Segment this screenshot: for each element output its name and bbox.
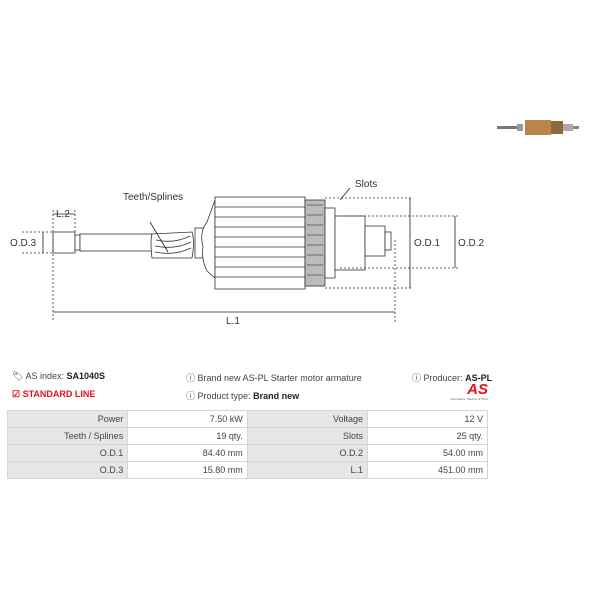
spec-label: Slots xyxy=(246,427,368,445)
as-index: 🏷 AS index: SA1040S xyxy=(12,371,106,381)
spec-value: 451.00 mm xyxy=(366,461,489,479)
spec-value: 54.00 mm xyxy=(366,444,489,462)
label-od2: O.D.2 xyxy=(458,238,485,249)
spec-value: 12 V xyxy=(366,410,489,428)
standard-line-badge: ☑ STANDARD LINE xyxy=(12,389,96,399)
label-l1: L.1 xyxy=(226,316,240,327)
description: ⓘ Brand new AS-PL Starter motor armature xyxy=(186,373,362,383)
spec-label: L.1 xyxy=(246,461,368,479)
tags-icon: 🏷 xyxy=(12,371,24,381)
spec-label: O.D.3 xyxy=(6,461,129,479)
as-pl-logo: AS Alternators, Starters & Parts xyxy=(450,381,488,401)
armature-core xyxy=(201,196,392,290)
spec-value: 7.50 kW xyxy=(127,410,248,428)
label-od1: O.D.1 xyxy=(414,238,441,249)
info-icon: ⓘ xyxy=(186,373,196,383)
spec-label: O.D.1 xyxy=(6,444,129,462)
producer: ⓘ Producer: AS-PL xyxy=(412,373,493,383)
checkbox-icon: ☑ xyxy=(12,389,21,399)
spec-value: 19 qty. xyxy=(127,427,248,445)
info-icon: ⓘ xyxy=(412,373,422,383)
product-thumbnail[interactable] xyxy=(497,118,582,138)
label-slots: Slots xyxy=(355,179,377,190)
product-type: ⓘ Product type: Brand new xyxy=(186,391,300,401)
info-icon: ⓘ xyxy=(186,391,196,401)
spec-label: O.D.2 xyxy=(246,444,368,462)
arrows xyxy=(42,187,456,313)
spec-label: Teeth / Splines xyxy=(6,427,129,445)
armature-diagram: Teeth/Splines Slots L.2 O.D.3 O.D.1 O.D.… xyxy=(10,179,485,327)
spec-value: 25 qty. xyxy=(366,427,489,445)
shaft xyxy=(52,227,208,259)
label-teeth: Teeth/Splines xyxy=(123,192,183,203)
spec-label: Power xyxy=(6,410,129,428)
spec-label: Voltage xyxy=(246,410,368,428)
label-od3: O.D.3 xyxy=(10,238,37,249)
spec-value: 84.40 mm xyxy=(127,444,248,462)
dimension-lines xyxy=(22,197,460,322)
label-l2: L.2 xyxy=(56,209,70,220)
spec-value: 15.80 mm xyxy=(127,461,248,479)
